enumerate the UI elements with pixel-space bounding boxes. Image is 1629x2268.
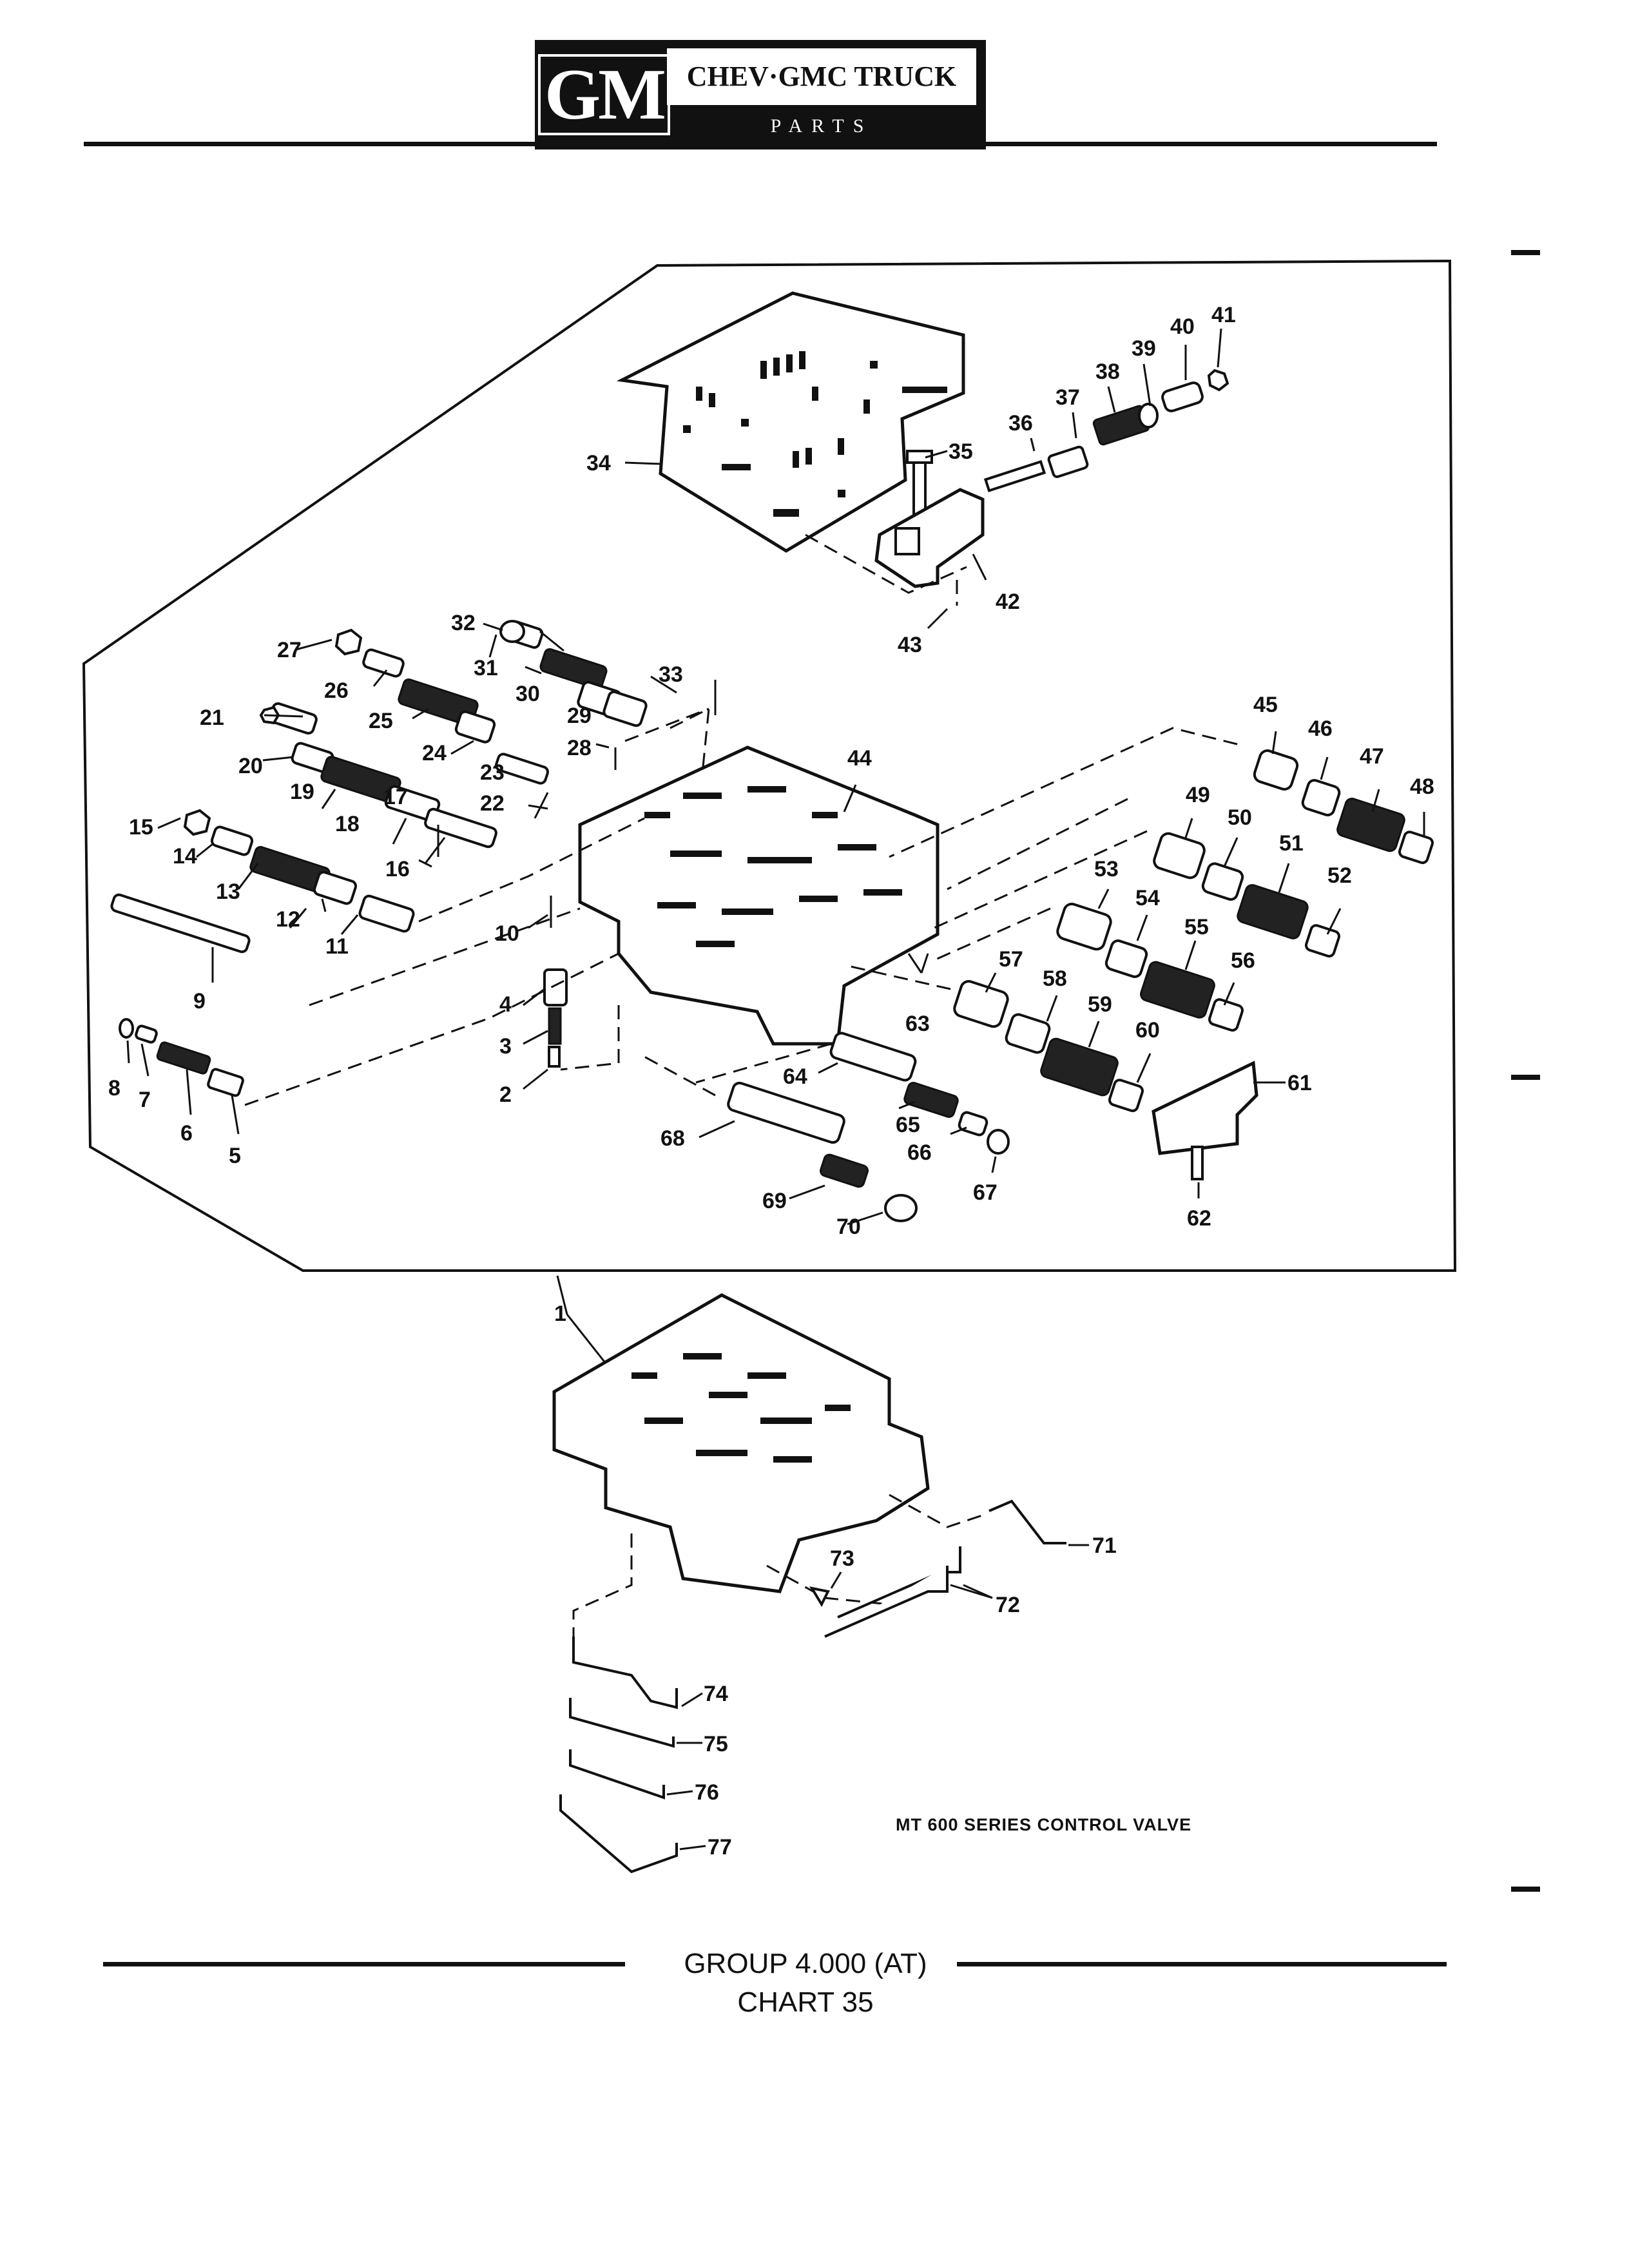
callout-56: 56 xyxy=(1231,948,1255,973)
callout-47: 47 xyxy=(1360,744,1384,769)
callout-43: 43 xyxy=(898,633,922,657)
callout-44: 44 xyxy=(847,746,872,771)
callout-21: 21 xyxy=(200,706,224,730)
callout-26: 26 xyxy=(324,678,349,703)
right-valve-parts xyxy=(953,749,1434,1180)
callout-11: 11 xyxy=(325,934,349,959)
callout-24: 24 xyxy=(422,741,447,765)
valve-body-exploded xyxy=(578,745,940,1046)
callout-36: 36 xyxy=(1008,411,1033,436)
callout-55: 55 xyxy=(1184,915,1209,939)
callout-48: 48 xyxy=(1410,774,1434,799)
callout-52: 52 xyxy=(1327,863,1352,888)
brand-line: CHEV·GMC TRUCK xyxy=(667,48,976,105)
callout-64: 64 xyxy=(783,1064,807,1089)
callout-59: 59 xyxy=(1088,992,1112,1017)
callout-22: 22 xyxy=(480,791,505,816)
header-rule xyxy=(84,142,1437,146)
callout-75: 75 xyxy=(704,1732,728,1756)
callout-4: 4 xyxy=(499,992,512,1017)
callout-65: 65 xyxy=(896,1113,920,1137)
callout-23: 23 xyxy=(480,760,505,785)
callout-40: 40 xyxy=(1170,314,1195,339)
callout-9: 9 xyxy=(193,989,206,1014)
callout-60: 60 xyxy=(1135,1018,1160,1043)
callout-72: 72 xyxy=(996,1593,1020,1617)
callout-31: 31 xyxy=(474,656,498,680)
callout-63: 63 xyxy=(905,1012,930,1036)
callout-29: 29 xyxy=(567,704,592,728)
callout-32: 32 xyxy=(451,611,476,635)
callout-66: 66 xyxy=(907,1140,932,1165)
separator-plate xyxy=(616,291,965,553)
callout-46: 46 xyxy=(1308,716,1333,741)
callout-58: 58 xyxy=(1043,966,1067,991)
callout-19: 19 xyxy=(290,780,314,804)
callout-51: 51 xyxy=(1279,831,1304,856)
callout-45: 45 xyxy=(1253,693,1278,717)
callout-8: 8 xyxy=(108,1076,120,1100)
callout-39: 39 xyxy=(1132,336,1156,361)
callout-41: 41 xyxy=(1211,303,1236,327)
gm-logo: GM CHEV·GMC TRUCK PARTS CATALOGUE xyxy=(535,40,986,169)
callout-53: 53 xyxy=(1094,857,1119,881)
callout-71: 71 xyxy=(1092,1533,1117,1558)
callout-37: 37 xyxy=(1055,385,1080,410)
callout-3: 3 xyxy=(499,1034,512,1059)
callout-15: 15 xyxy=(129,815,153,840)
callout-70: 70 xyxy=(836,1215,861,1239)
footer-rule-left xyxy=(103,1962,625,1966)
callout-54: 54 xyxy=(1135,886,1160,910)
callout-13: 13 xyxy=(216,879,240,904)
callout-61: 61 xyxy=(1287,1071,1312,1095)
chart-reference: GROUP 4.000 (AT) CHART 35 xyxy=(684,1948,927,2018)
callout-25: 25 xyxy=(369,709,393,733)
callout-67: 67 xyxy=(973,1180,998,1205)
callout-16: 16 xyxy=(385,857,410,881)
callout-33: 33 xyxy=(659,662,683,687)
callout-38: 38 xyxy=(1095,360,1120,384)
callout-30: 30 xyxy=(516,682,540,706)
gm-logo-mark: GM xyxy=(538,43,670,146)
diagram-caption: MT 600 SERIES CONTROL VALVE xyxy=(896,1815,1192,1834)
callout-5: 5 xyxy=(229,1144,241,1168)
callout-leaders xyxy=(126,328,1425,1225)
callout-10: 10 xyxy=(495,921,519,946)
callout-77: 77 xyxy=(708,1835,732,1860)
valve-body-assembled xyxy=(552,1275,1089,1874)
callout-14: 14 xyxy=(173,844,197,869)
callout-68: 68 xyxy=(660,1126,685,1151)
callout-76: 76 xyxy=(695,1780,719,1805)
callout-labels: 1 2 3 4 5 6 7 8 9 10 11 12 13 14 15 16 1… xyxy=(108,303,1434,1860)
callout-20: 20 xyxy=(238,754,263,778)
callout-17: 17 xyxy=(383,785,408,809)
callout-50: 50 xyxy=(1228,805,1252,830)
exploded-view-frame xyxy=(82,259,1457,1272)
callout-6: 6 xyxy=(180,1121,193,1146)
callout-28: 28 xyxy=(567,736,592,760)
callout-62: 62 xyxy=(1187,1206,1211,1231)
callout-2: 2 xyxy=(499,1082,512,1107)
catalogue-line: PARTS CATALOGUE xyxy=(724,115,920,169)
callout-34: 34 xyxy=(586,451,611,476)
margin-marks xyxy=(1511,250,1540,1892)
callout-49: 49 xyxy=(1186,783,1210,807)
callout-7: 7 xyxy=(139,1088,151,1112)
callout-1: 1 xyxy=(554,1302,566,1326)
callout-74: 74 xyxy=(704,1682,728,1706)
callout-69: 69 xyxy=(762,1189,787,1213)
footer-rule-right xyxy=(957,1962,1447,1966)
callout-73: 73 xyxy=(830,1546,854,1571)
bottom-spools xyxy=(727,1032,1010,1222)
detent-parts xyxy=(874,369,1229,588)
left-valve-parts xyxy=(110,620,648,1097)
callout-18: 18 xyxy=(335,812,360,836)
callout-57: 57 xyxy=(999,947,1023,972)
callout-35: 35 xyxy=(949,439,973,464)
callout-42: 42 xyxy=(996,590,1020,614)
callout-27: 27 xyxy=(277,638,302,662)
callout-12: 12 xyxy=(276,907,300,932)
assembly-lines xyxy=(244,533,1238,1106)
